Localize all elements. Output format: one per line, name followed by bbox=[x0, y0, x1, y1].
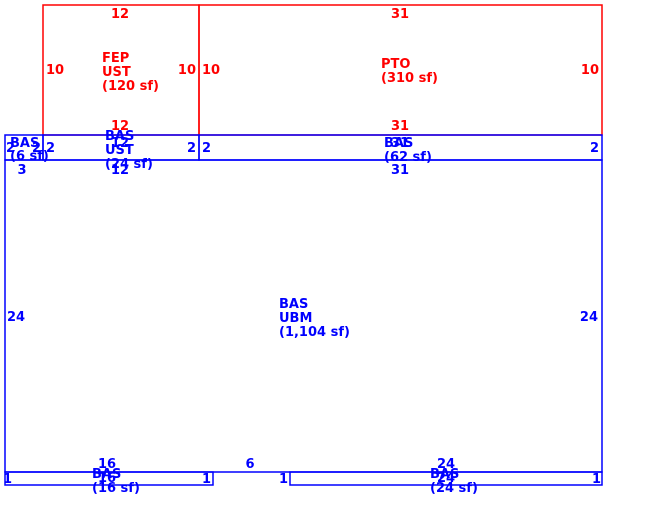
dim-ubm-right: 24 bbox=[580, 310, 598, 325]
dim-fep-top: 12 bbox=[111, 7, 129, 22]
dim-ust-bottom: 12 bbox=[111, 163, 129, 178]
dim-notch: 6 bbox=[245, 457, 254, 472]
dim-fep-right: 10 bbox=[178, 63, 196, 78]
dim-b16-bottom: 16 bbox=[98, 471, 116, 486]
dim-small-left-b: 2 bbox=[32, 141, 41, 156]
dim-pto-bottom: 31 bbox=[391, 119, 409, 134]
dim-small-left-a: 2 bbox=[6, 141, 15, 156]
dim-b16-left: 1 bbox=[3, 472, 12, 487]
bas-16-label: BAS (16 sf) bbox=[92, 467, 140, 496]
dim-b62-bottom: 31 bbox=[391, 163, 409, 178]
dim-pto-top: 31 bbox=[391, 7, 409, 22]
bas-small-left-label: BAS (6 sf) bbox=[10, 136, 49, 164]
bas-ust-label: BAS UST (24 sf) bbox=[105, 129, 153, 172]
bas-62-label: BAS (62 sf) bbox=[384, 136, 432, 165]
dim-fep-bottom: 12 bbox=[111, 119, 129, 134]
dim-ubm-left: 24 bbox=[7, 310, 25, 325]
bas-24-label: BAS (24 sf) bbox=[430, 467, 478, 496]
dim-b16-right: 1 bbox=[202, 472, 211, 487]
dim-b16-top: 16 bbox=[98, 457, 116, 472]
bas-16-outline bbox=[4, 471, 214, 486]
dim-pto-left: 10 bbox=[202, 63, 220, 78]
dim-b62-right: 2 bbox=[590, 141, 599, 156]
dim-fep-left: 10 bbox=[46, 63, 64, 78]
dim-pto-right: 10 bbox=[581, 63, 599, 78]
dim-b62-top: 31 bbox=[391, 136, 409, 151]
dim-b24-left: 1 bbox=[279, 472, 288, 487]
dim-ust-left: 2 bbox=[46, 141, 55, 156]
dim-small-left-bottom: 3 bbox=[17, 163, 26, 178]
dim-b24-right: 1 bbox=[592, 472, 601, 487]
dim-ust-right: 2 bbox=[187, 141, 196, 156]
bas-ubm-label: BAS UBM (1,104 sf) bbox=[279, 297, 350, 340]
dim-b62-left: 2 bbox=[202, 141, 211, 156]
pto-label: PTO (310 sf) bbox=[381, 57, 438, 86]
bas-24-outline bbox=[289, 471, 603, 486]
dim-ust-top: 12 bbox=[111, 136, 129, 151]
dim-b24-top: 24 bbox=[437, 457, 455, 472]
fep-label: FEP UST (120 sf) bbox=[102, 51, 159, 94]
dim-b24-bottom: 24 bbox=[437, 471, 455, 486]
